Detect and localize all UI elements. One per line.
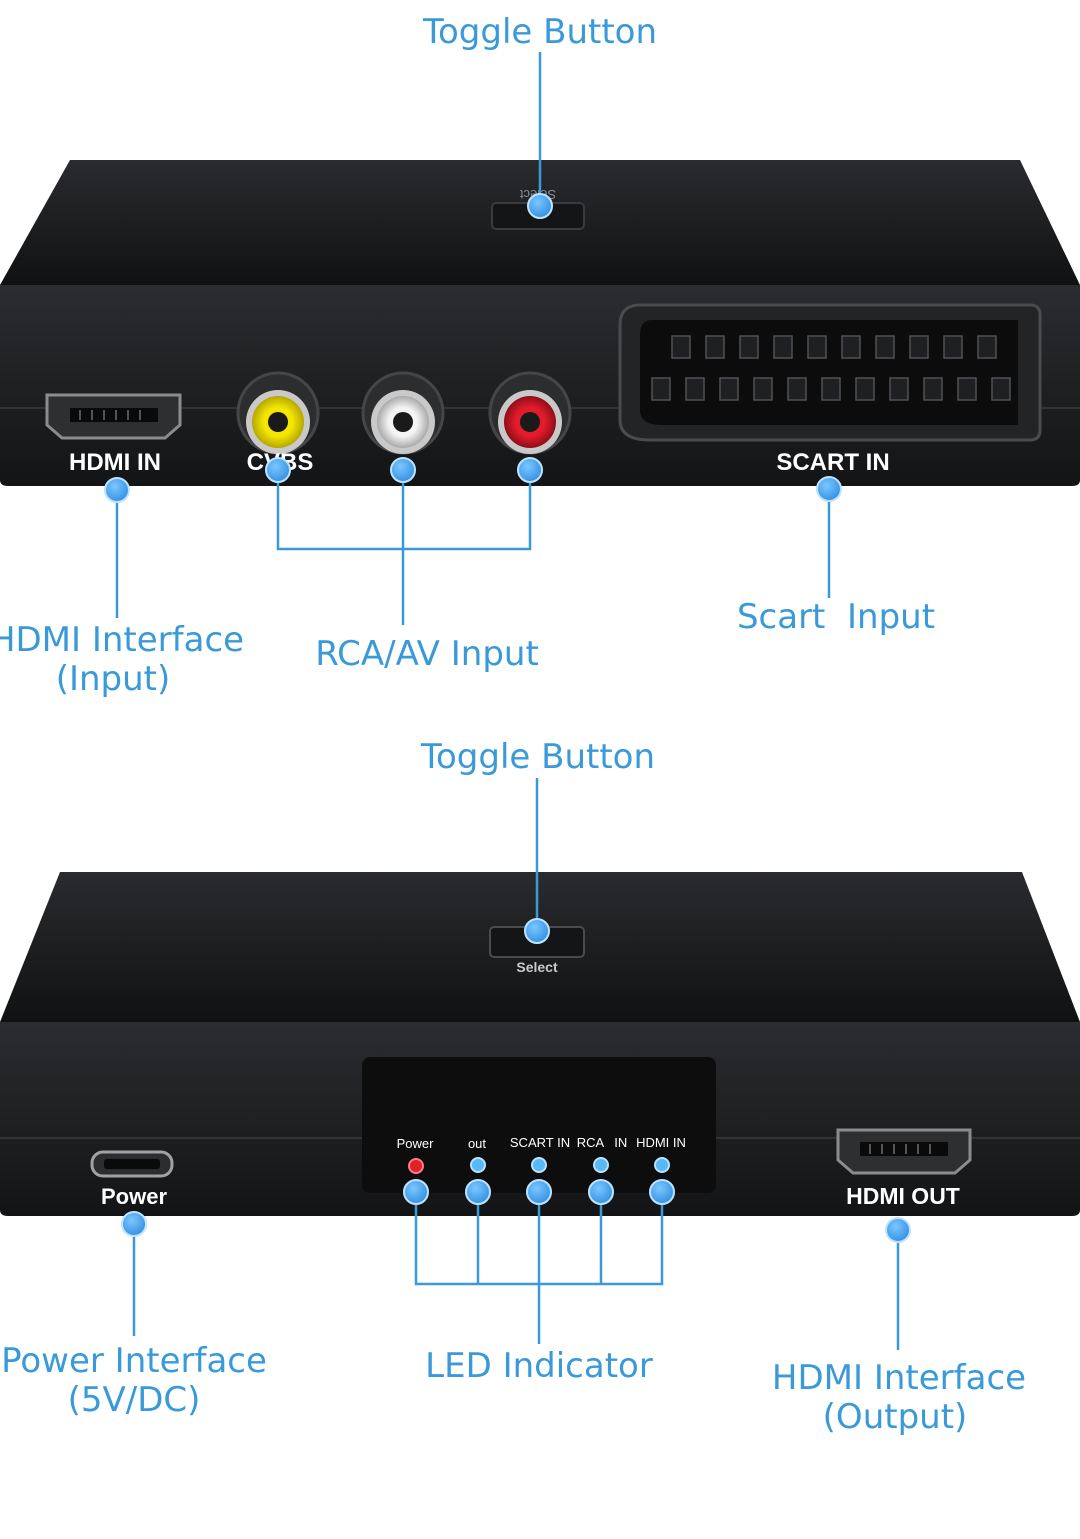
scart-pin bbox=[787, 377, 807, 401]
top-device: Select HDMI IN bbox=[0, 160, 1080, 486]
power-port[interactable] bbox=[90, 1150, 174, 1178]
bottom-callout-lines bbox=[132, 778, 900, 1350]
led-label-rca-in: RCA IN bbox=[577, 1135, 628, 1150]
top-callout-dots bbox=[104, 193, 842, 503]
scart-pin bbox=[841, 335, 861, 359]
hdmi-input-callout-line1: HDMI Interface bbox=[0, 620, 244, 660]
hdmi-in-label: HDMI IN bbox=[69, 449, 161, 476]
scart-pin bbox=[855, 377, 875, 401]
scart-pin bbox=[977, 335, 997, 359]
scart-input-callout: Scart Input bbox=[737, 597, 935, 637]
led-label-out: out bbox=[468, 1136, 486, 1151]
power-callout-line1: Power Interface bbox=[1, 1341, 267, 1381]
scart-pin bbox=[651, 377, 671, 401]
led-hdmi-in bbox=[654, 1157, 670, 1173]
scart-pin bbox=[991, 377, 1011, 401]
top-callout-lines bbox=[115, 52, 831, 625]
rca-red-jack[interactable] bbox=[488, 371, 572, 455]
top-toggle-callout: Toggle Button bbox=[422, 12, 657, 52]
scart-pin bbox=[705, 335, 725, 359]
hdmi-output-callout-line1: HDMI Interface bbox=[772, 1358, 1026, 1398]
hdmi-out-label: HDMI OUT bbox=[846, 1183, 960, 1209]
scart-pin bbox=[909, 335, 929, 359]
scart-pin bbox=[719, 377, 739, 401]
scart-pin bbox=[739, 335, 759, 359]
rca-white-jack[interactable] bbox=[361, 371, 445, 455]
scart-pin bbox=[957, 377, 977, 401]
power-callout-line2: (5V/DC) bbox=[68, 1380, 201, 1420]
led-label-scart-in: SCART IN bbox=[510, 1135, 570, 1150]
power-port-label: Power bbox=[101, 1184, 167, 1209]
scart-pin bbox=[889, 377, 909, 401]
scart-pin bbox=[943, 335, 963, 359]
scart-pin bbox=[685, 377, 705, 401]
scart-pin bbox=[671, 335, 691, 359]
scart-in-label: SCART IN bbox=[776, 449, 889, 476]
scart-pin bbox=[875, 335, 895, 359]
hdmi-out-port[interactable] bbox=[836, 1128, 972, 1175]
led-scart-in bbox=[531, 1157, 547, 1173]
rca-yellow-jack[interactable] bbox=[236, 371, 320, 455]
led-label-power: Power bbox=[397, 1136, 435, 1151]
led-out bbox=[470, 1157, 486, 1173]
scart-pin bbox=[821, 377, 841, 401]
bottom-device: Select Power out SCART IN RCA IN HDMI IN… bbox=[0, 872, 1080, 1216]
led-label-hdmi-in: HDMI IN bbox=[636, 1135, 686, 1150]
hdmi-input-callout-line2: (Input) bbox=[56, 659, 171, 699]
led-power bbox=[408, 1158, 424, 1174]
led-rca-in bbox=[593, 1157, 609, 1173]
hdmi-in-port[interactable] bbox=[45, 393, 182, 440]
scart-pin bbox=[923, 377, 943, 401]
bottom-select-label: Select bbox=[516, 959, 558, 975]
led-indicator-callout: LED Indicator bbox=[425, 1346, 653, 1386]
scart-pin bbox=[753, 377, 773, 401]
led-panel bbox=[362, 1057, 716, 1193]
scart-in-port[interactable] bbox=[618, 303, 1042, 442]
scart-pin bbox=[773, 335, 793, 359]
bottom-toggle-callout: Toggle Button bbox=[420, 737, 655, 777]
rca-av-callout: RCA/AV Input bbox=[315, 634, 539, 674]
hdmi-output-callout-line2: (Output) bbox=[823, 1397, 968, 1437]
bottom-callout-dots bbox=[121, 918, 911, 1243]
scart-pin bbox=[807, 335, 827, 359]
